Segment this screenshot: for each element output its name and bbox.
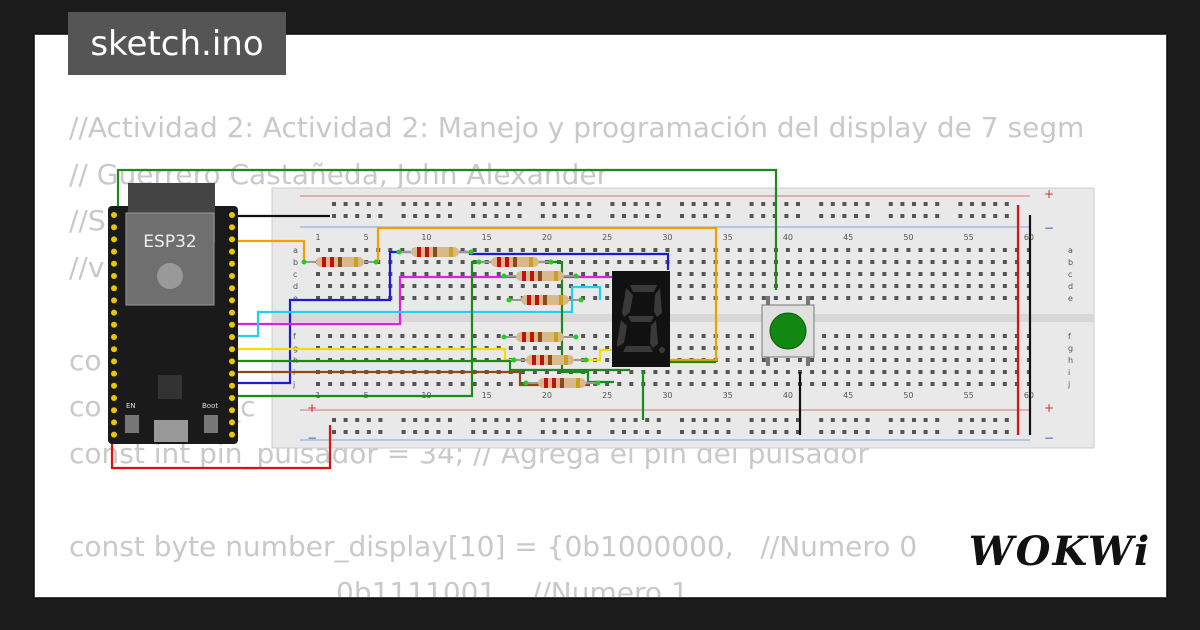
resistor <box>476 257 554 267</box>
resistors <box>301 247 601 388</box>
column-number: 55 <box>964 233 974 242</box>
column-number: 30 <box>662 233 672 242</box>
file-tab[interactable]: sketch.ino <box>68 12 286 75</box>
code-line: const byte number_display[10] = {0b10000… <box>69 529 918 563</box>
resistor <box>511 355 589 365</box>
column-number: 35 <box>723 233 733 242</box>
esp32-pins <box>111 212 235 438</box>
row-letter: b <box>1068 258 1073 267</box>
row-letter: d <box>1068 282 1073 291</box>
wire-green-2 <box>232 359 630 372</box>
column-number: 20 <box>542 391 552 400</box>
wire-green-3 <box>232 260 614 398</box>
column-number: 10 <box>421 233 431 242</box>
column-number: 5 <box>364 233 369 242</box>
column-number: 45 <box>843 391 853 400</box>
resistor <box>301 257 379 267</box>
column-number: 50 <box>903 391 913 400</box>
esp32-board: ESP32 EN Boot <box>108 183 238 444</box>
scrollbar[interactable] <box>1166 40 1188 615</box>
wire-cyan <box>232 285 602 338</box>
column-number: 40 <box>783 391 793 400</box>
row-letter: f <box>1068 332 1071 341</box>
row-letter: c <box>293 270 297 279</box>
wire-green-top <box>116 168 778 290</box>
resistor <box>523 378 601 388</box>
svg-text:−: − <box>1044 221 1054 235</box>
column-number: 55 <box>964 391 974 400</box>
code-line: 0b1111001, //Numero 1 <box>69 576 689 598</box>
svg-text:−: − <box>307 431 317 445</box>
boot-label: Boot <box>202 402 218 410</box>
column-number: 15 <box>482 391 492 400</box>
code-line: // Guerrero Castañeda, John Alexander <box>69 157 609 191</box>
resistor <box>506 295 584 305</box>
row-letter: j <box>292 380 295 389</box>
wire-orange-2 <box>376 226 718 362</box>
en-label: EN <box>126 402 136 410</box>
column-number: 50 <box>903 233 913 242</box>
row-letter: e <box>1068 294 1073 303</box>
row-letter: g <box>1068 344 1073 353</box>
wire-orange <box>232 239 306 262</box>
column-number: 15 <box>482 233 492 242</box>
row-letter: a <box>1068 246 1073 255</box>
column-number: 30 <box>662 391 672 400</box>
display-segments <box>617 285 665 353</box>
column-number: 45 <box>843 233 853 242</box>
svg-text:+: + <box>307 401 317 415</box>
esp32-label: ESP32 <box>143 232 196 252</box>
svg-text:+: + <box>1044 401 1054 415</box>
row-letter: b <box>293 258 298 267</box>
row-letter: h <box>1068 356 1073 365</box>
row-letter: f <box>293 332 296 341</box>
row-letter: c <box>1068 270 1072 279</box>
row-letter: a <box>293 246 298 255</box>
row-letter: i <box>1068 368 1070 377</box>
code-text: //Actividad 2: Actividad 2: Manejo y pro… <box>69 105 1133 598</box>
wokwi-logo: WOKWi <box>968 527 1152 575</box>
row-letter: e <box>293 294 298 303</box>
resistor <box>501 332 579 342</box>
column-number: 25 <box>602 391 612 400</box>
wire-red-left <box>110 425 332 470</box>
column-number: 25 <box>602 233 612 242</box>
en-button[interactable] <box>125 415 139 433</box>
svg-text:−: − <box>1044 431 1054 445</box>
resistor <box>501 271 579 281</box>
boot-button[interactable] <box>204 415 218 433</box>
push-button[interactable] <box>761 296 815 366</box>
resistor <box>396 247 474 257</box>
code-line: //Actividad 2: Actividad 2: Manejo y pro… <box>69 111 1085 144</box>
row-letter: j <box>1067 380 1070 389</box>
row-letter: d <box>293 282 298 291</box>
file-tab-label: sketch.ino <box>90 23 264 64</box>
breadboard: 1155101015152020252530303535404045455050… <box>271 187 1095 449</box>
column-number: 35 <box>723 391 733 400</box>
svg-text:+: + <box>1044 187 1054 201</box>
seven-segment-display <box>612 271 670 367</box>
column-number: 40 <box>783 233 793 242</box>
column-number: 1 <box>315 233 320 242</box>
column-number: 20 <box>542 233 552 242</box>
wire-blue <box>232 250 670 385</box>
